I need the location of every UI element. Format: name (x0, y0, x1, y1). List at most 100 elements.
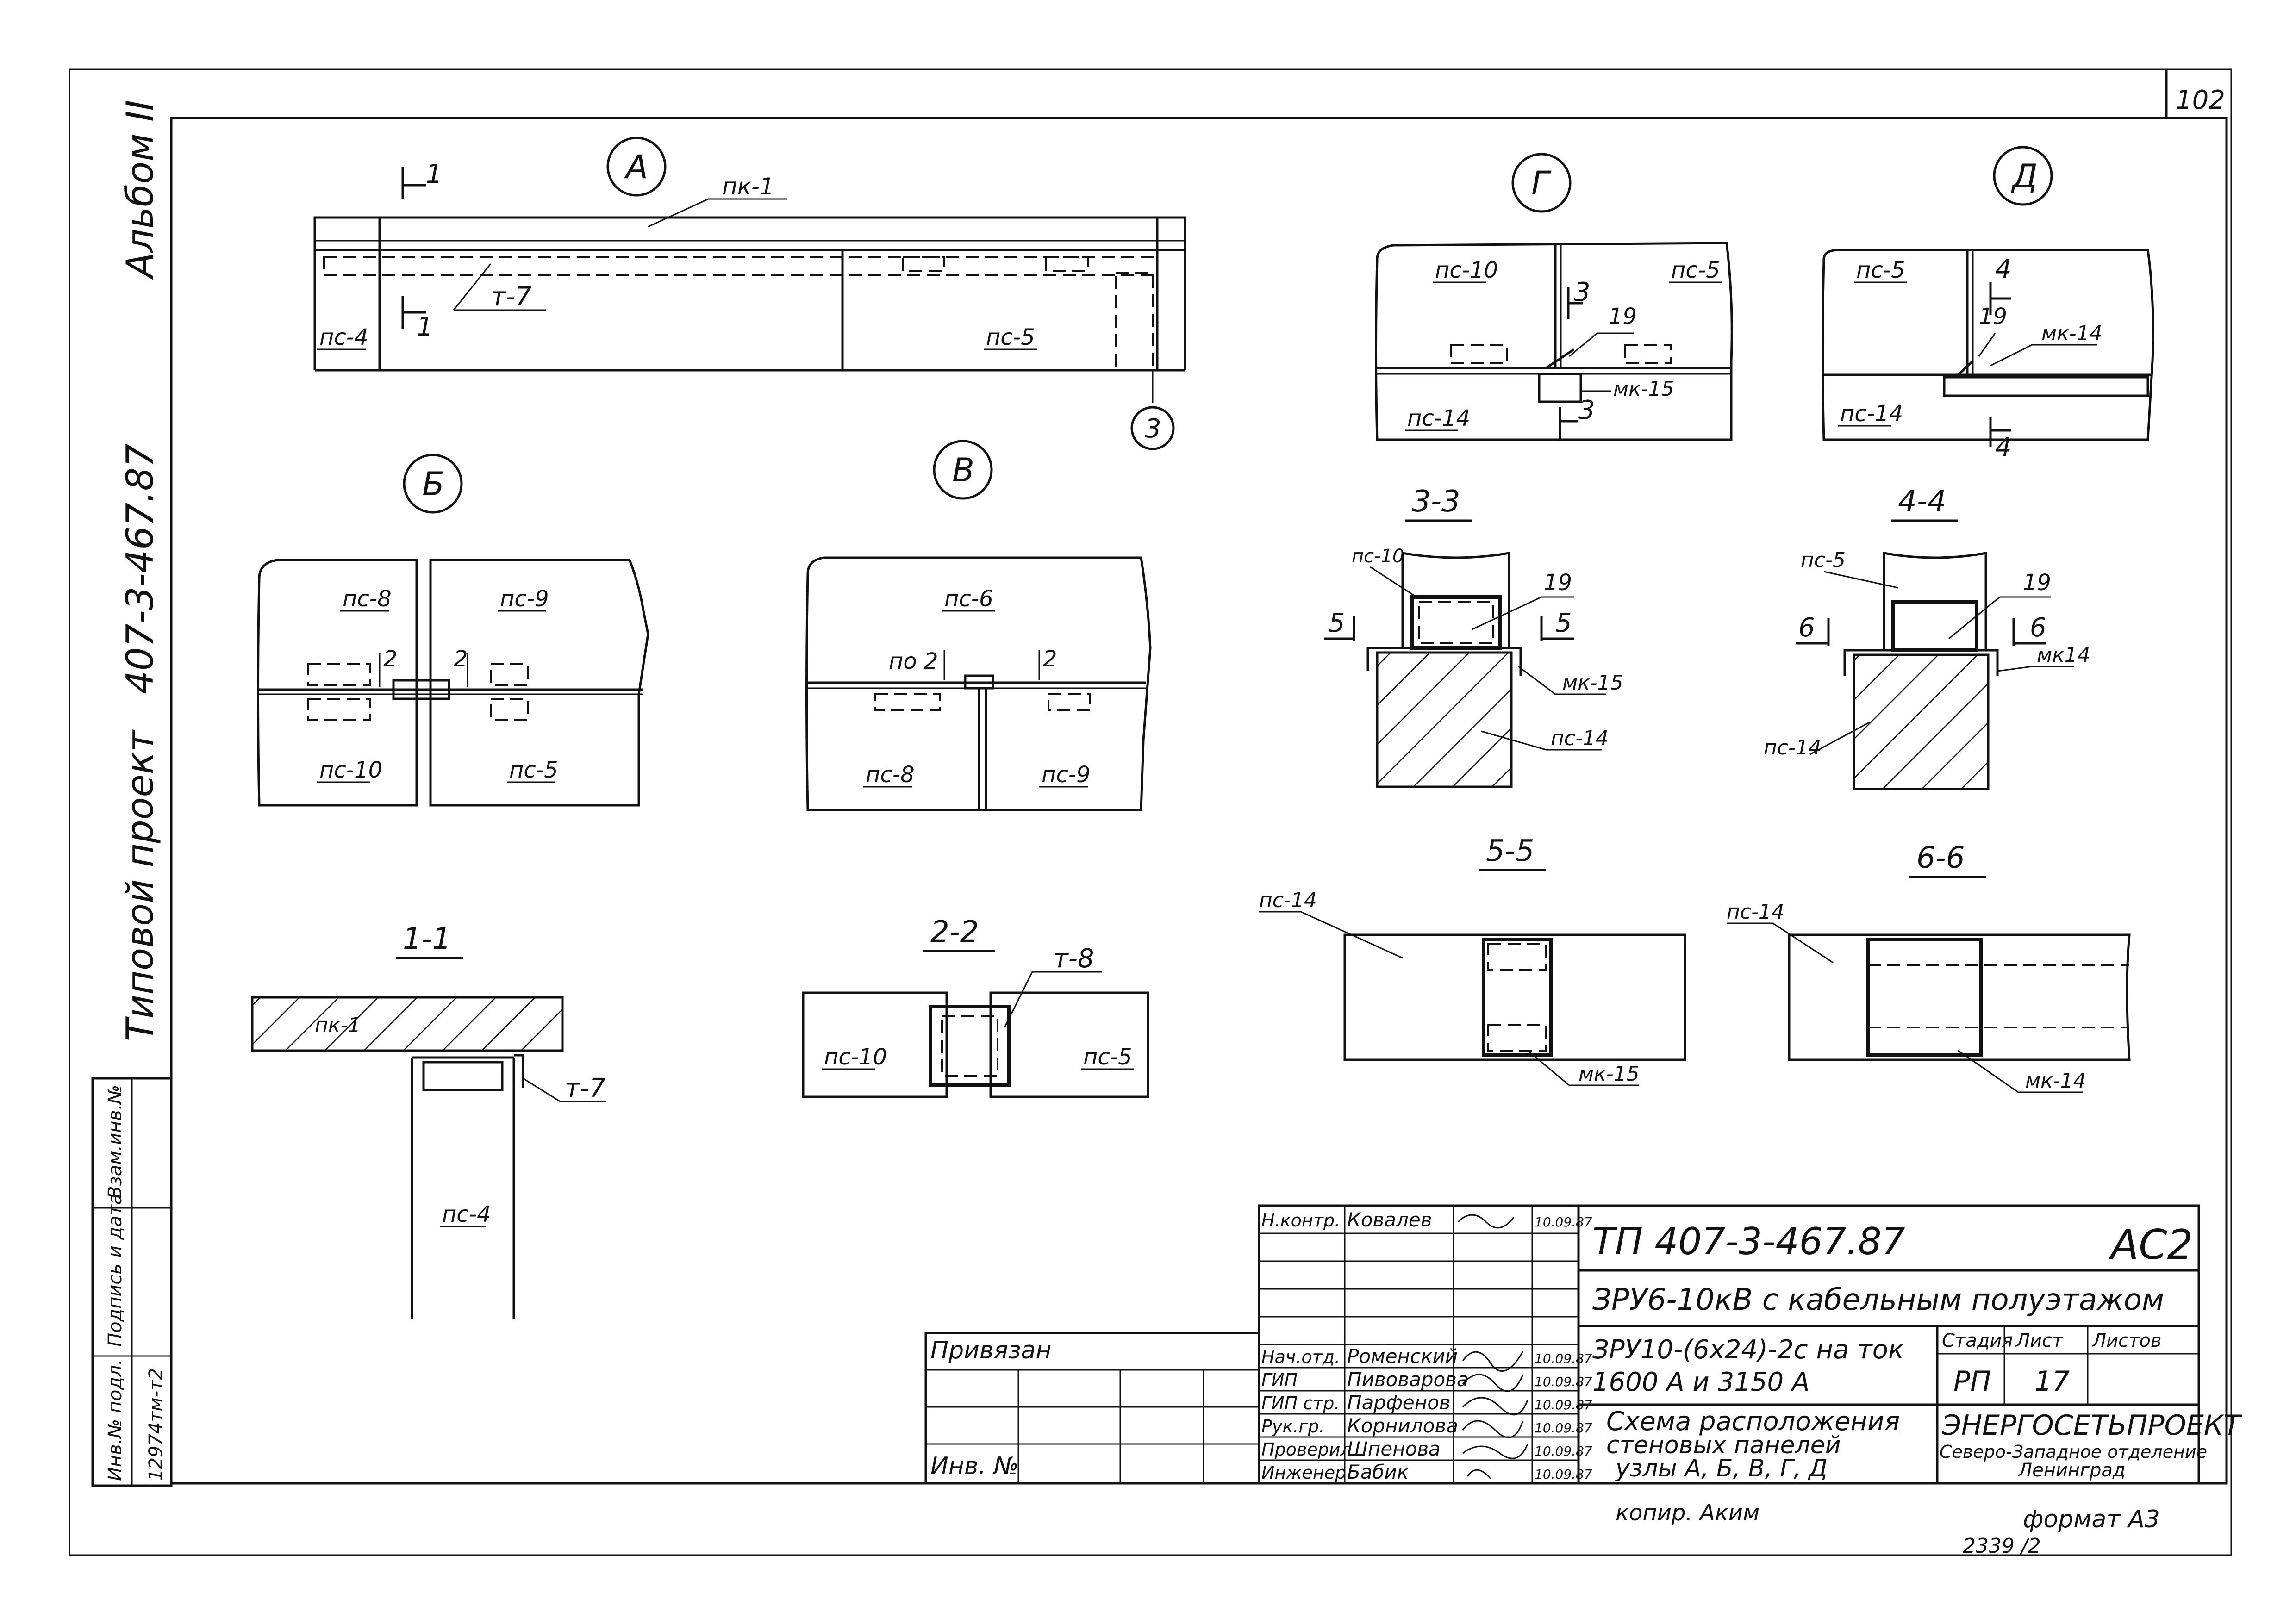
svg-text:ГИП: ГИП (1261, 1370, 1298, 1390)
svg-text:4-4: 4-4 (1898, 485, 1947, 519)
svg-text:6-6: 6-6 (1916, 841, 1965, 875)
svg-text:5: 5 (1329, 608, 1345, 638)
svg-text:ЭНЕРГОСЕТЬПРОЕКТ: ЭНЕРГОСЕТЬПРОЕКТ (1941, 1409, 2242, 1442)
svg-text:пс-8: пс-8 (866, 762, 915, 788)
svg-text:Г: Г (1531, 164, 1552, 202)
svg-text:Б: Б (422, 465, 444, 503)
section-1-1: 1-1 пк-1 т-7 пс-4 (251, 922, 606, 1319)
svg-text:Шпенова: Шпенова (1347, 1437, 1441, 1460)
svg-text:стеновых панелей: стеновых панелей (1606, 1431, 1841, 1459)
section-2-2: 2-2 пс-10 пс-5 т-8 (802, 915, 1149, 1098)
svg-text:В: В (952, 451, 974, 489)
svg-text:пс-14: пс-14 (1727, 900, 1784, 924)
node-a-mark-circle (606, 137, 667, 197)
svg-text:мк-15: мк-15 (1613, 377, 1674, 401)
svg-text:мк-14: мк-14 (2025, 1069, 2086, 1093)
svg-text:пс-4: пс-4 (442, 1201, 491, 1227)
section-4-4: 4-4 пс-5 19 мк14 пс-14 6 6 (1764, 485, 2090, 790)
svg-text:пс-5: пс-5 (1083, 1044, 1132, 1070)
section-5-5: 5-5 пс-14 мк-15 (1259, 834, 1686, 1086)
section-6-6: 6-6 пс-14 мк-14 (1727, 841, 2131, 1093)
svg-text:5-5: 5-5 (1486, 834, 1535, 868)
svg-text:10.09.87: 10.09.87 (1535, 1420, 1592, 1436)
svg-text:Инженер: Инженер (1261, 1462, 1346, 1483)
svg-text:пс-14: пс-14 (1407, 405, 1470, 431)
svg-text:19: 19 (1609, 304, 1637, 330)
svg-text:пс-10: пс-10 (824, 1044, 887, 1070)
svg-text:пс-9: пс-9 (1042, 762, 1091, 788)
svg-text:Инв. №: Инв. № (930, 1452, 1019, 1480)
svg-text:Пивоварова: Пивоварова (1347, 1368, 1469, 1391)
svg-text:т-7: т-7 (565, 1073, 606, 1103)
svg-text:2: 2 (383, 646, 398, 672)
svg-text:6: 6 (2030, 613, 2046, 643)
svg-text:пс-14: пс-14 (1764, 736, 1822, 759)
svg-text:пс-14: пс-14 (1259, 889, 1317, 912)
svg-text:по 2: по 2 (889, 648, 938, 674)
node-d: Д пс-5 пс-14 мк-14 19 4 4 (1822, 146, 2154, 462)
svg-text:Подпись и дата: Подпись и дата (105, 1194, 126, 1347)
svg-text:19: 19 (2023, 570, 2051, 596)
svg-text:4: 4 (1995, 254, 2012, 284)
svg-text:6: 6 (1798, 613, 1815, 643)
svg-text:ТП 407-3-467.87: ТП 407-3-467.87 (1592, 1220, 1905, 1263)
svg-text:Типовой проект: Типовой проект (119, 729, 162, 1041)
svg-text:копир. Аким: копир. Аким (1616, 1500, 1759, 1526)
svg-text:Н.контр.: Н.контр. (1261, 1210, 1340, 1231)
svg-text:10.09.87: 10.09.87 (1535, 1467, 1592, 1482)
svg-text:мк14: мк14 (2037, 643, 2090, 667)
svg-text:пс-5: пс-5 (986, 324, 1035, 350)
svg-text:2: 2 (454, 646, 468, 672)
svg-text:3-3: 3-3 (1412, 485, 1460, 519)
svg-text:пс-10: пс-10 (319, 757, 382, 783)
inner-frame (170, 117, 2228, 1485)
svg-text:ЗРУ6-10кВ с кабельным полуэ: ЗРУ6-10кВ с кабельным полуэтажом (1592, 1283, 2164, 1317)
svg-text:5: 5 (1555, 608, 1572, 638)
svg-text:пс-14: пс-14 (1840, 401, 1903, 427)
svg-text:пс-5: пс-5 (1801, 548, 1846, 572)
node-v: В пс-6 пс-8 пс-9 по 2 2 (805, 440, 1152, 811)
svg-text:пк-1: пк-1 (722, 173, 774, 200)
outer-frame (69, 68, 2232, 1556)
svg-text:ГИП стр.: ГИП стр. (1261, 1393, 1340, 1413)
svg-text:Ленинград: Ленинград (2017, 1460, 2126, 1481)
svg-text:пс-6: пс-6 (944, 586, 993, 612)
svg-text:Корнилова: Корнилова (1347, 1414, 1458, 1437)
node-b: Б пс-8 пс-9 пс-10 пс-5 2 2 (257, 454, 649, 807)
svg-text:Северо-Западное отделение: Северо-Западное отделение (1940, 1442, 2207, 1462)
svg-text:Листов: Листов (2091, 1330, 2161, 1351)
svg-text:мк-15: мк-15 (1562, 671, 1623, 695)
svg-text:Лист: Лист (2015, 1330, 2064, 1351)
svg-text:Взам.инв.№: Взам.инв.№ (105, 1085, 126, 1199)
svg-text:пс-5: пс-5 (509, 757, 558, 783)
svg-text:РП: РП (1953, 1365, 1991, 1398)
svg-text:АС2: АС2 (2109, 1221, 2193, 1269)
svg-text:мк-15: мк-15 (1578, 1062, 1640, 1086)
svg-text:10.09.87: 10.09.87 (1535, 1374, 1592, 1389)
svg-text:А: А (624, 148, 648, 186)
svg-text:Бабик: Бабик (1347, 1461, 1409, 1483)
svg-text:Привязан: Привязан (930, 1337, 1051, 1364)
svg-text:Стадия: Стадия (1942, 1330, 2013, 1351)
svg-text:пс-5: пс-5 (1671, 257, 1720, 283)
svg-text:пс-5: пс-5 (1856, 257, 1905, 283)
svg-text:Парфенов: Парфенов (1347, 1391, 1451, 1414)
title-block: Привязан Инв. № Н.контр. Ковалев 10.09.8… (924, 1204, 2242, 1485)
svg-text:Нач.отд.: Нач.отд. (1261, 1347, 1340, 1367)
svg-text:пс-14: пс-14 (1551, 727, 1609, 750)
svg-text:Альбом II: Альбом II (119, 100, 162, 280)
svg-text:2339 /2: 2339 /2 (1963, 1534, 2041, 1558)
svg-text:пс-10: пс-10 (1352, 546, 1404, 567)
svg-text:Инв.№ подл.: Инв.№ подл. (105, 1359, 126, 1481)
svg-text:узлы А, Б, В, Г, Д: узлы А, Б, В, Г, Д (1615, 1455, 1828, 1482)
svg-text:пс-9: пс-9 (500, 586, 549, 612)
svg-text:407-3-467.87: 407-3-467.87 (119, 444, 162, 694)
svg-text:19: 19 (1979, 304, 2007, 330)
svg-text:формат А3: формат А3 (2023, 1506, 2160, 1533)
sheet-number: 102 (2176, 85, 2225, 115)
svg-text:пк-1: пк-1 (315, 1014, 361, 1037)
svg-text:пс-10: пс-10 (1435, 257, 1498, 283)
svg-text:ЗРУ10-(6x24)-2с на ток: ЗРУ10-(6x24)-2с на ток (1592, 1335, 1904, 1365)
svg-text:т-8: т-8 (1053, 944, 1094, 974)
